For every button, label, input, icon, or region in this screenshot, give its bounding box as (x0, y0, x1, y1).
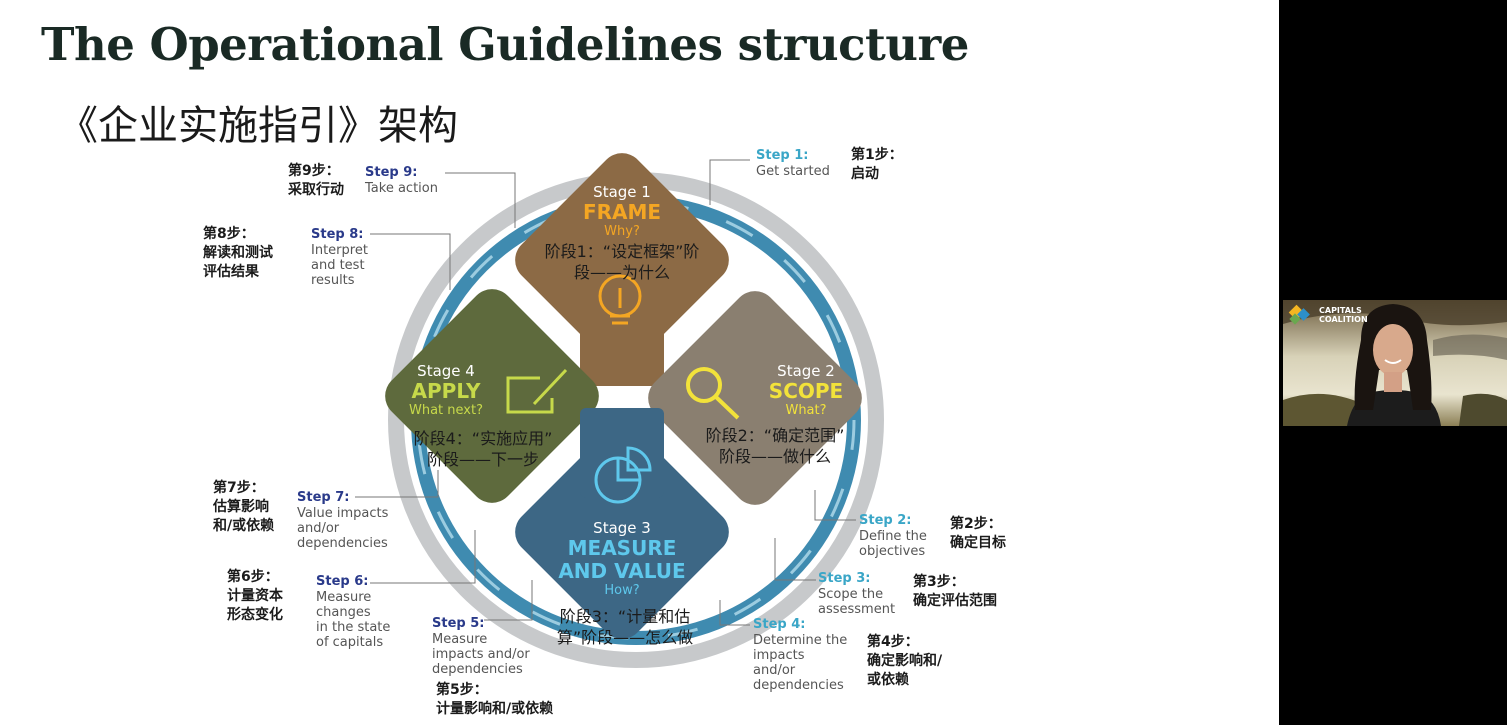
step5-leader (484, 580, 533, 621)
logo-text: CAPITALS COALITION (1319, 306, 1368, 324)
pie-chart-icon (594, 446, 652, 504)
step4-zh: 第4步： 确定影响和/ 或依赖 (867, 634, 943, 688)
step7-zh: 第7步： 估算影响 和/或依赖 (213, 480, 275, 534)
step6-zh: 第6步： 计量资本 形态变化 (227, 569, 283, 623)
stage3-zh: 阶段3：“计量和估 算”阶段——怎么做 (556, 607, 694, 647)
stage3-stem (580, 408, 664, 498)
step3-label: Step 3: Scope the assessment (818, 571, 896, 617)
step2-zh: 第2步： 确定目标 (950, 516, 1006, 551)
step2-leader (814, 490, 856, 521)
step9-leader (445, 172, 516, 228)
step2-label: Step 2: Define the objectives (859, 513, 927, 559)
step1-zh: 第1步： 启动 (851, 147, 903, 182)
stage2-text: Stage 2 SCOPE What? (768, 362, 844, 418)
step6-label: Step 6: Measure changes in the state of … (316, 574, 391, 650)
step7-leader (355, 470, 439, 498)
stages-diagram (355, 153, 884, 668)
stage3-diamond (515, 425, 729, 639)
webcam-video[interactable]: CAPITALS COALITION (1283, 300, 1507, 426)
step9-label: Step 9: Take action (365, 165, 438, 196)
step7-label: Step 7: Value impacts and/or dependencie… (297, 490, 389, 551)
webcam-feed (1283, 300, 1507, 426)
presentation-slide: The Operational Guidelines structure 《企业… (0, 0, 1279, 725)
step6-leader (370, 530, 476, 584)
stage2-zh: 阶段2：“确定范围” 阶段——做什么 (705, 426, 845, 466)
stage4-diamond (385, 289, 599, 503)
step3-zh: 第3步： 确定评估范围 (913, 574, 997, 609)
stage1-text: Stage 1 FRAME Why? (582, 183, 662, 239)
step8-zh: 第8步： 解读和测试 评估结果 (203, 226, 273, 280)
magnifier-icon (686, 367, 740, 420)
stage4-zh: 阶段4：“实施应用” 阶段——下一步 (413, 429, 553, 469)
ring-arrows (416, 200, 856, 640)
lightbulb-icon (598, 274, 642, 325)
step1-label: Step 1: Get started (756, 148, 830, 179)
step3-leader (774, 538, 816, 581)
step4-leader (719, 600, 750, 626)
step5-zh: 第5步： 计量影响和/或依赖 (436, 682, 554, 717)
stage3-text: Stage 3 MEASURE AND VALUE How? (558, 519, 686, 598)
stage2-diamond (648, 291, 862, 505)
stage1-zh: 阶段1：“设定框架”阶 段——为什么 (544, 242, 700, 282)
person-face (1373, 324, 1413, 376)
slide-subtitle: 《企业实施指引》架构 (58, 103, 458, 149)
step8-label: Step 8: Interpret and test results (311, 227, 368, 288)
step5-label: Step 5: Measure impacts and/or dependenc… (432, 616, 530, 677)
edit-note-icon (506, 368, 568, 414)
slide-title: The Operational Guidelines structure (41, 18, 969, 71)
step9-zh: 第9步： 采取行动 (288, 163, 344, 198)
stage4-text: Stage 4 APPLY What next? (409, 362, 483, 418)
step1-leader (709, 159, 750, 205)
step8-leader (370, 233, 451, 290)
step4-label: Step 4: Determine the impacts and/or dep… (753, 617, 848, 693)
